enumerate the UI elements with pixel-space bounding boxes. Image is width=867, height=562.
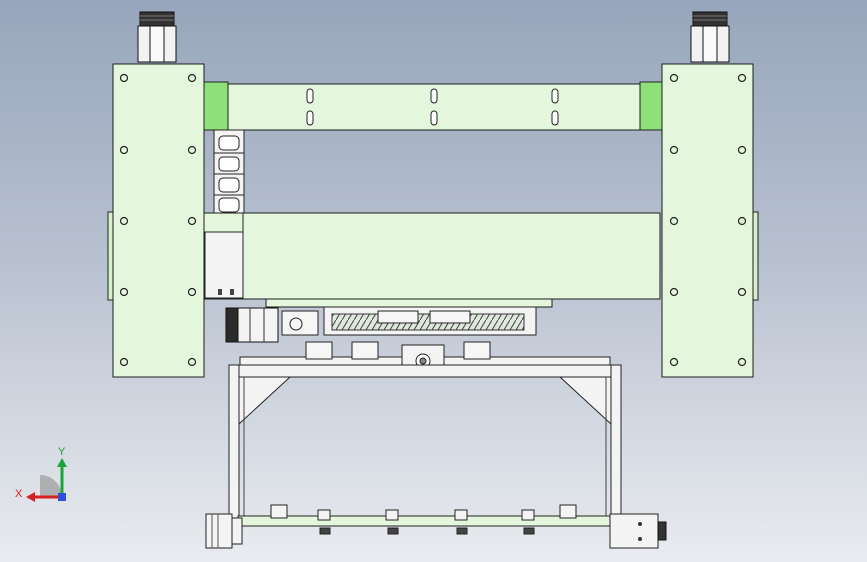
coordinate-triad-icon [26, 458, 67, 502]
linear-carriage [265, 298, 553, 336]
plate-holes [119, 73, 747, 367]
x-axis-label: X [15, 488, 23, 500]
top-crossbeam [227, 83, 641, 131]
lower-frame [228, 364, 622, 522]
bottom-rail [205, 504, 667, 549]
y-axis-label: Y [58, 446, 66, 458]
motor-top-left [137, 11, 177, 63]
carriage-motor [225, 307, 279, 343]
motor-top-right [690, 11, 730, 63]
main-beam [203, 212, 661, 300]
